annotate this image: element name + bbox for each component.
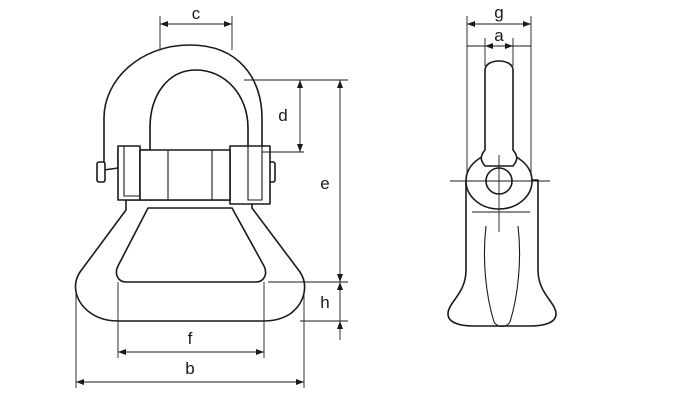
a-arrow-left [485,43,493,49]
d-arrow-top [297,80,303,88]
e-arrow-top [337,80,343,88]
dimensions: c d e h f b [75,3,532,388]
f-arrow-right [256,349,264,355]
bolt-head-left [96,161,106,183]
h-arrow-bottom [337,321,343,329]
dim-label-f: f [188,329,193,348]
e-arrow-bottom [337,274,343,282]
dim-label-h: h [320,293,329,312]
dim-label-g: g [494,3,503,22]
side-body-groove-right [509,225,521,323]
g-arrow-right [523,21,531,27]
bow-opening [149,69,249,150]
side-view [447,60,557,328]
b-arrow-right [296,379,304,385]
side-body-notch [493,321,511,328]
side-body-groove-left [483,225,495,323]
d-arrow-bottom [297,144,303,152]
dim-label-b: b [185,359,194,378]
c-arrow-right [224,21,232,27]
dim-label-a: a [494,26,504,45]
side-tongue [480,60,518,167]
a-arrow-right [505,43,513,49]
dim-label-d: d [278,106,287,125]
side-body [447,179,557,327]
right-lug [229,145,271,205]
front-view [74,44,306,322]
f-arrow-left [118,349,126,355]
b-arrow-left [76,379,84,385]
c-arrow-left [160,21,168,27]
dim-label-c: c [192,4,201,23]
right-lug-inner [247,146,263,201]
left-lug [117,145,141,201]
h-arrow-top [337,282,343,290]
g-arrow-left [467,21,475,27]
link-body-window [115,207,267,283]
dim-label-e: e [320,174,329,193]
center-pin [139,149,231,201]
left-lug-inner [123,146,140,197]
